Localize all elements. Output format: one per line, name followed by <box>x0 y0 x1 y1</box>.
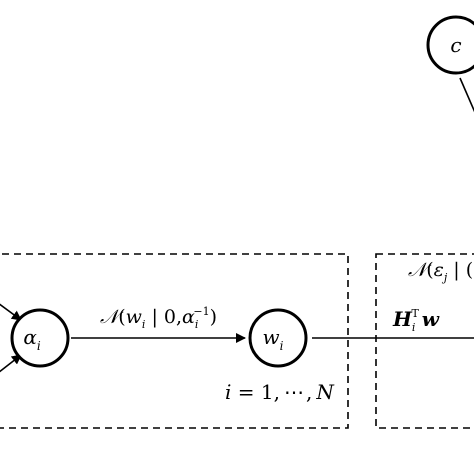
index-var: i <box>225 380 231 404</box>
edge-input-lower <box>0 354 22 373</box>
var: w <box>126 306 142 328</box>
index-range: = 1, <box>231 380 280 404</box>
index-dots: ⋯ <box>284 380 304 404</box>
plate-right <box>375 253 474 429</box>
dist-symbol: 𝒩 <box>100 306 124 328</box>
transform-base: H <box>392 307 413 331</box>
node-c-label: c <box>450 33 461 57</box>
node-alpha-base: α <box>23 325 37 349</box>
var-sub: i <box>142 318 146 331</box>
plate-left <box>0 253 349 429</box>
node-alpha-label: αi <box>23 325 41 353</box>
close-paren: ) <box>210 306 217 328</box>
right-bar: | ( <box>447 259 473 281</box>
edge-input-upper <box>0 303 22 321</box>
param-sup: −1 <box>193 305 209 318</box>
param-sub: i <box>195 318 199 331</box>
node-alpha: αi <box>10 308 70 368</box>
open-paren: ( <box>118 306 125 328</box>
right-var: ε <box>434 259 444 281</box>
transform-sub: i <box>412 321 416 334</box>
plate-left-index: i = 1,⋯,N <box>225 380 335 404</box>
node-w-base: w <box>263 325 280 349</box>
index-upper: N <box>315 380 335 404</box>
node-w-label: wi <box>263 325 284 353</box>
param: α <box>182 306 195 328</box>
bar: | 0, <box>145 306 182 328</box>
node-c: c <box>426 15 474 75</box>
node-alpha-sub: i <box>37 339 41 353</box>
node-w: wi <box>248 308 308 368</box>
plate-right-dist-label: 𝒩(εj | ( <box>408 259 473 284</box>
right-open-paren: ( <box>426 259 433 281</box>
edge-alpha-to-w-label: 𝒩(wi | 0,αi−1) <box>100 305 217 331</box>
index-comma: , <box>306 380 312 404</box>
edge-from-c <box>459 77 474 113</box>
right-var-sub: j <box>441 271 448 284</box>
transform-var: w <box>422 307 440 331</box>
right-dist-symbol: 𝒩 <box>408 259 432 281</box>
node-w-sub: i <box>280 339 284 353</box>
transform-sup: T <box>411 307 419 320</box>
